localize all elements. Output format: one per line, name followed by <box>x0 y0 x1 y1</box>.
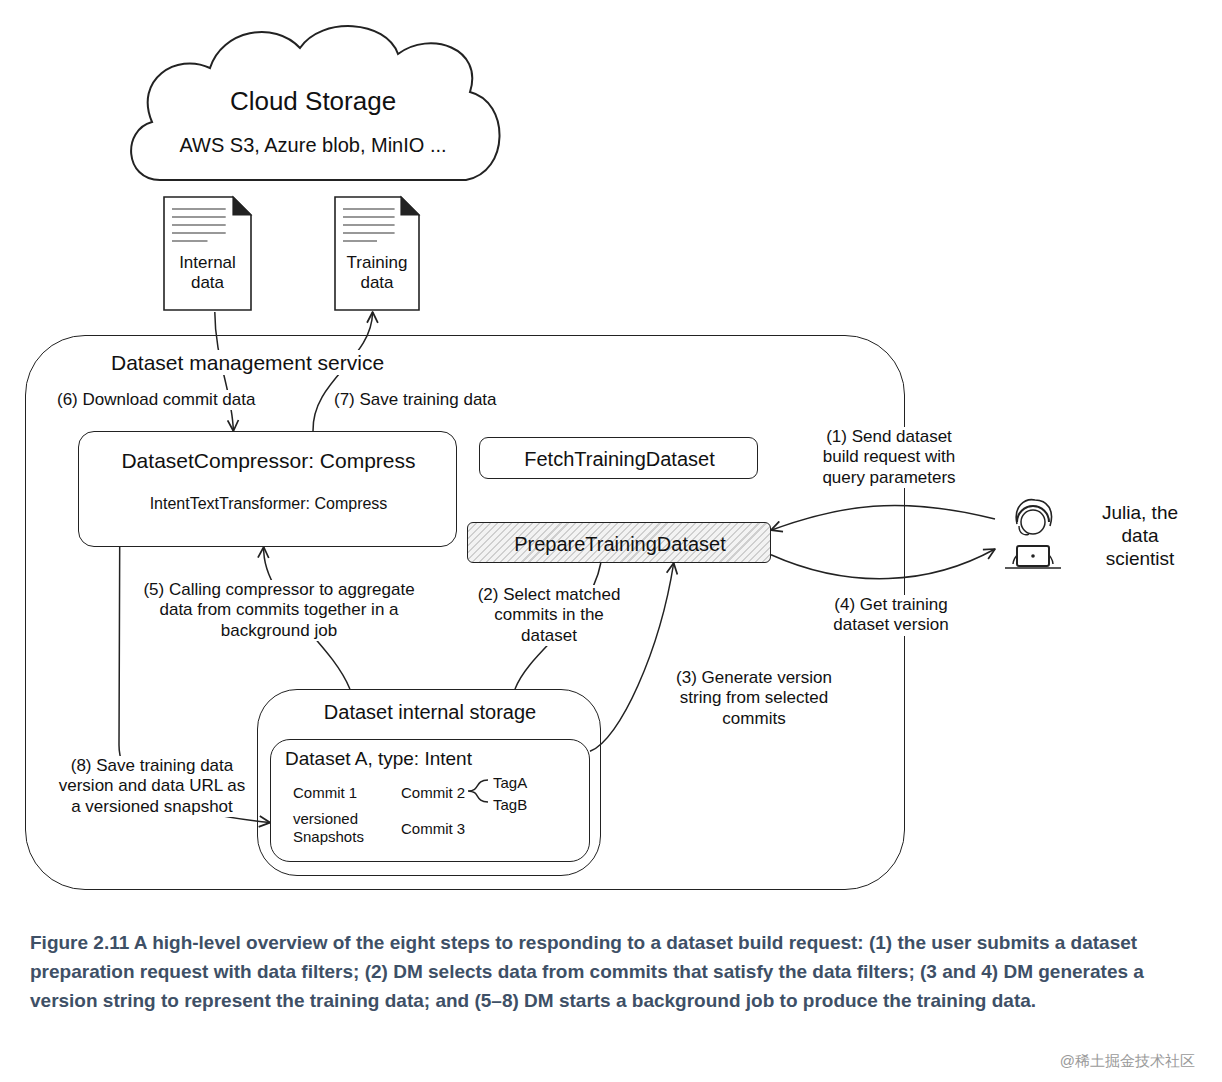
node-title: Dataset internal storage <box>324 700 536 724</box>
head <box>1021 510 1045 534</box>
user-actor: Julia, the data scientist <box>995 480 1200 595</box>
node-text: IntentTextTransformer: Compress <box>150 494 388 513</box>
document-icon: Internal data <box>162 195 253 312</box>
headset <box>1017 506 1049 522</box>
node-title: Dataset management service <box>111 350 384 375</box>
desk <box>1005 567 1061 569</box>
watermark: @稀土掘金技术社区 <box>1060 1052 1195 1071</box>
cloud-storage: Cloud StorageAWS S3, Azure blob, MinIO .… <box>118 12 508 197</box>
node-title: PrepareTrainingDataset <box>514 532 726 556</box>
document-icon: Training data <box>333 195 421 312</box>
node-text: Commit 1 <box>293 784 357 802</box>
text-line <box>172 216 226 217</box>
text-line <box>343 216 395 217</box>
text-line <box>343 240 377 241</box>
text-line <box>172 208 226 209</box>
text-line <box>172 224 226 225</box>
node-text: Commit 3 <box>401 820 465 838</box>
cloud-outline <box>131 26 499 180</box>
laptop-logo <box>1031 554 1035 558</box>
text-line <box>172 240 208 241</box>
node-title: FetchTrainingDataset <box>524 447 714 471</box>
function-box: FetchTrainingDataset <box>479 437 758 479</box>
text-line <box>343 232 395 233</box>
step-label: (7) Save training data <box>332 390 499 410</box>
node-text: TagA <box>493 774 527 792</box>
node-text: versioned Snapshots <box>293 810 398 846</box>
node-title: Training data <box>337 253 417 294</box>
microphone <box>1019 526 1029 535</box>
text-line <box>343 224 395 225</box>
node-text: Commit 2 <box>401 784 465 802</box>
node-text: TagB <box>493 796 527 814</box>
node-title: Cloud Storage <box>230 86 396 117</box>
document-outline <box>335 197 419 310</box>
node-title: Dataset A, type: Intent <box>285 748 472 771</box>
step-label: (2) Select matched commits in the datase… <box>462 585 636 646</box>
node-title: Julia, the data scientist <box>1090 502 1190 570</box>
step-label: (5) Calling compressor to aggregate data… <box>137 580 421 641</box>
page-fold <box>401 197 419 215</box>
function-box-highlighted: PrepareTrainingDataset <box>467 522 771 563</box>
step-label: (3) Generate version string from selecte… <box>657 668 851 729</box>
node-title: Internal data <box>168 253 248 294</box>
step-label: (6) Download commit data <box>55 390 257 410</box>
node-title: DatasetCompressor: Compress <box>121 448 415 473</box>
tag-bracket <box>468 780 488 802</box>
laptop <box>1017 546 1049 566</box>
storage-region: Dataset internal storageDataset A, type:… <box>257 689 601 876</box>
component-box: DatasetCompressor: CompressIntentTextTra… <box>78 431 457 547</box>
connector <box>771 505 995 530</box>
dataset-box: Dataset A, type: IntentCommit 1 Commit 2 T… <box>270 739 590 862</box>
text-line <box>343 208 395 209</box>
connector <box>771 549 995 579</box>
document-outline <box>164 197 251 310</box>
figure-caption: Figure 2.11 A high-level overview of the… <box>30 928 1195 1015</box>
step-label: (4) Get training dataset version <box>809 595 973 636</box>
step-label: (1) Send dataset build request with quer… <box>807 427 971 488</box>
step-label: (8) Save training data version and data … <box>53 756 252 817</box>
page-fold <box>233 197 251 215</box>
node-text: AWS S3, Azure blob, MinIO ... <box>179 133 446 157</box>
text-line <box>172 232 226 233</box>
